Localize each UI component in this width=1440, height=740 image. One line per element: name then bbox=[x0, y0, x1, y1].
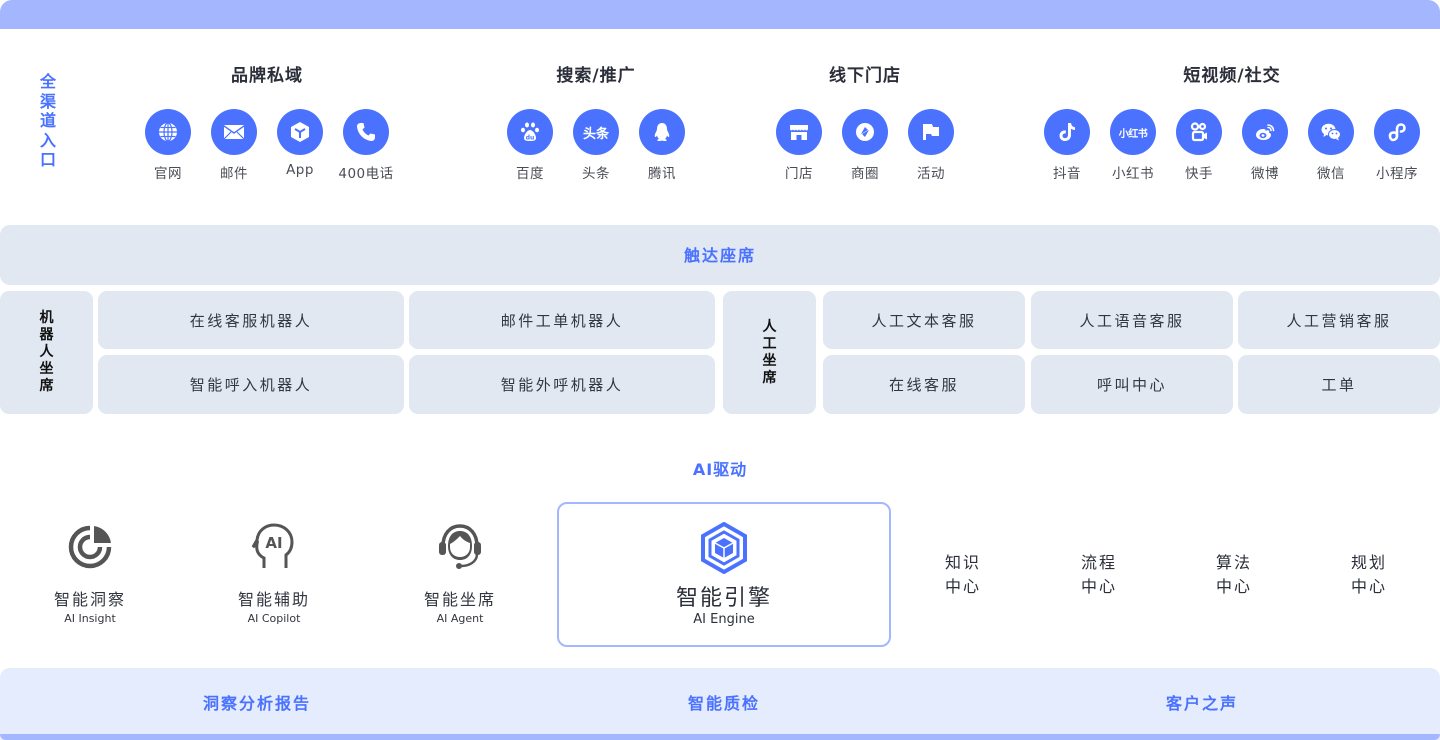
phone-icon bbox=[343, 109, 389, 155]
top-header-bar bbox=[0, 0, 1440, 29]
channel-email[interactable]: 邮件 bbox=[201, 109, 267, 182]
channel-baidu[interactable]: du 百度 bbox=[497, 109, 563, 182]
channel-group-brand: 品牌私域 官网 邮件 App 400电话 bbox=[135, 64, 399, 182]
channel-business-district[interactable]: 商圈 bbox=[832, 109, 898, 182]
channel-toutiao[interactable]: 头条 头条 bbox=[563, 109, 629, 182]
channel-weibo[interactable]: 微博 bbox=[1232, 109, 1298, 182]
center-process[interactable]: 流程 中心 bbox=[1080, 553, 1117, 596]
svg-text:du: du bbox=[526, 135, 535, 142]
robot-cell-inbound[interactable]: 智能呼入机器人 bbox=[98, 355, 404, 414]
human-seat-label: 人工坐席 bbox=[723, 291, 816, 414]
wechat-icon bbox=[1308, 109, 1354, 155]
kuaishou-icon bbox=[1176, 109, 1222, 155]
globe-icon bbox=[145, 109, 191, 155]
toutiao-icon: 头条 bbox=[573, 109, 619, 155]
ai-driven-title: AI驱动 bbox=[692, 460, 748, 479]
group-title: 品牌私域 bbox=[231, 66, 303, 86]
mini-program-icon bbox=[1374, 109, 1420, 155]
douyin-icon bbox=[1044, 109, 1090, 155]
channel-mini-program[interactable]: 小程序 bbox=[1364, 109, 1430, 182]
output-quality-inspection[interactable]: 智能质检 bbox=[687, 694, 760, 713]
bottom-accent-bar bbox=[0, 734, 1440, 740]
center-algorithm[interactable]: 算法 中心 bbox=[1215, 553, 1252, 596]
xiaohongshu-icon: 小红书 bbox=[1110, 109, 1156, 155]
channel-wechat[interactable]: 微信 bbox=[1298, 109, 1364, 182]
svg-text:AI: AI bbox=[265, 534, 282, 552]
robot-cell-outbound[interactable]: 智能外呼机器人 bbox=[409, 355, 715, 414]
human-cell-voice-service[interactable]: 人工语音客服 bbox=[1031, 291, 1233, 349]
channel-hotline[interactable]: 400电话 bbox=[333, 109, 399, 182]
channel-event[interactable]: 活动 bbox=[898, 109, 964, 182]
outputs-panel bbox=[0, 668, 1440, 740]
hex-cube-icon bbox=[699, 521, 749, 575]
reach-seats-header: 触达座席 bbox=[0, 225, 1440, 285]
output-insight-report[interactable]: 洞察分析报告 bbox=[202, 694, 311, 713]
flag-icon bbox=[908, 109, 954, 155]
channel-group-social: 短视频/社交 抖音 小红书 小红书 快手 微博 bbox=[1034, 64, 1430, 182]
cube-icon bbox=[277, 109, 323, 155]
channel-xiaohongshu[interactable]: 小红书 小红书 bbox=[1100, 109, 1166, 182]
robot-cell-email-ticket[interactable]: 邮件工单机器人 bbox=[409, 291, 715, 349]
baidu-icon: du bbox=[507, 109, 553, 155]
human-cell-online-service[interactable]: 在线客服 bbox=[823, 355, 1025, 414]
output-voice-of-customer[interactable]: 客户之声 bbox=[1165, 694, 1238, 713]
store-icon bbox=[776, 109, 822, 155]
channel-website[interactable]: 官网 bbox=[135, 109, 201, 182]
ai-module-copilot[interactable]: AI 智能辅助 AI Copilot bbox=[194, 522, 354, 625]
weibo-icon bbox=[1242, 109, 1288, 155]
ai-engine-card[interactable]: 智能引擎 AI Engine bbox=[557, 502, 891, 647]
center-knowledge[interactable]: 知识 中心 bbox=[944, 553, 981, 596]
group-title: 短视频/社交 bbox=[1183, 66, 1281, 86]
human-cell-marketing-service[interactable]: 人工营销客服 bbox=[1238, 291, 1440, 349]
robot-seat-label: 机器人坐席 bbox=[0, 291, 93, 414]
channel-tencent[interactable]: 腾讯 bbox=[629, 109, 695, 182]
headset-agent-icon bbox=[435, 522, 485, 572]
ai-module-insight[interactable]: 智能洞察 AI Insight bbox=[10, 522, 170, 625]
mail-icon bbox=[211, 109, 257, 155]
pie-chart-icon bbox=[65, 522, 115, 572]
center-planning[interactable]: 规划 中心 bbox=[1350, 553, 1387, 596]
engine-title: 智能引擎 bbox=[675, 586, 772, 611]
channel-kuaishou[interactable]: 快手 bbox=[1166, 109, 1232, 182]
robot-cell-online-service[interactable]: 在线客服机器人 bbox=[98, 291, 404, 349]
human-cell-text-service[interactable]: 人工文本客服 bbox=[823, 291, 1025, 349]
group-title: 线下门店 bbox=[829, 66, 901, 86]
engine-subtitle: AI Engine bbox=[693, 612, 755, 627]
channel-group-offline: 线下门店 门店 商圈 活动 bbox=[766, 64, 964, 182]
omnichannel-entry-label: 全渠道入口 bbox=[39, 72, 56, 169]
qq-penguin-icon bbox=[639, 109, 685, 155]
channel-app[interactable]: App bbox=[267, 109, 333, 182]
ai-module-agent[interactable]: 智能坐席 AI Agent bbox=[380, 522, 540, 625]
human-cell-call-center[interactable]: 呼叫中心 bbox=[1031, 355, 1233, 414]
channel-douyin[interactable]: 抖音 bbox=[1034, 109, 1100, 182]
ai-head-icon: AI bbox=[249, 522, 299, 572]
human-cell-ticket[interactable]: 工单 bbox=[1238, 355, 1440, 414]
shutter-icon bbox=[842, 109, 888, 155]
channel-group-search: 搜索/推广 du 百度 头条 头条 腾讯 bbox=[497, 64, 695, 182]
group-title: 搜索/推广 bbox=[556, 66, 636, 86]
channel-store[interactable]: 门店 bbox=[766, 109, 832, 182]
